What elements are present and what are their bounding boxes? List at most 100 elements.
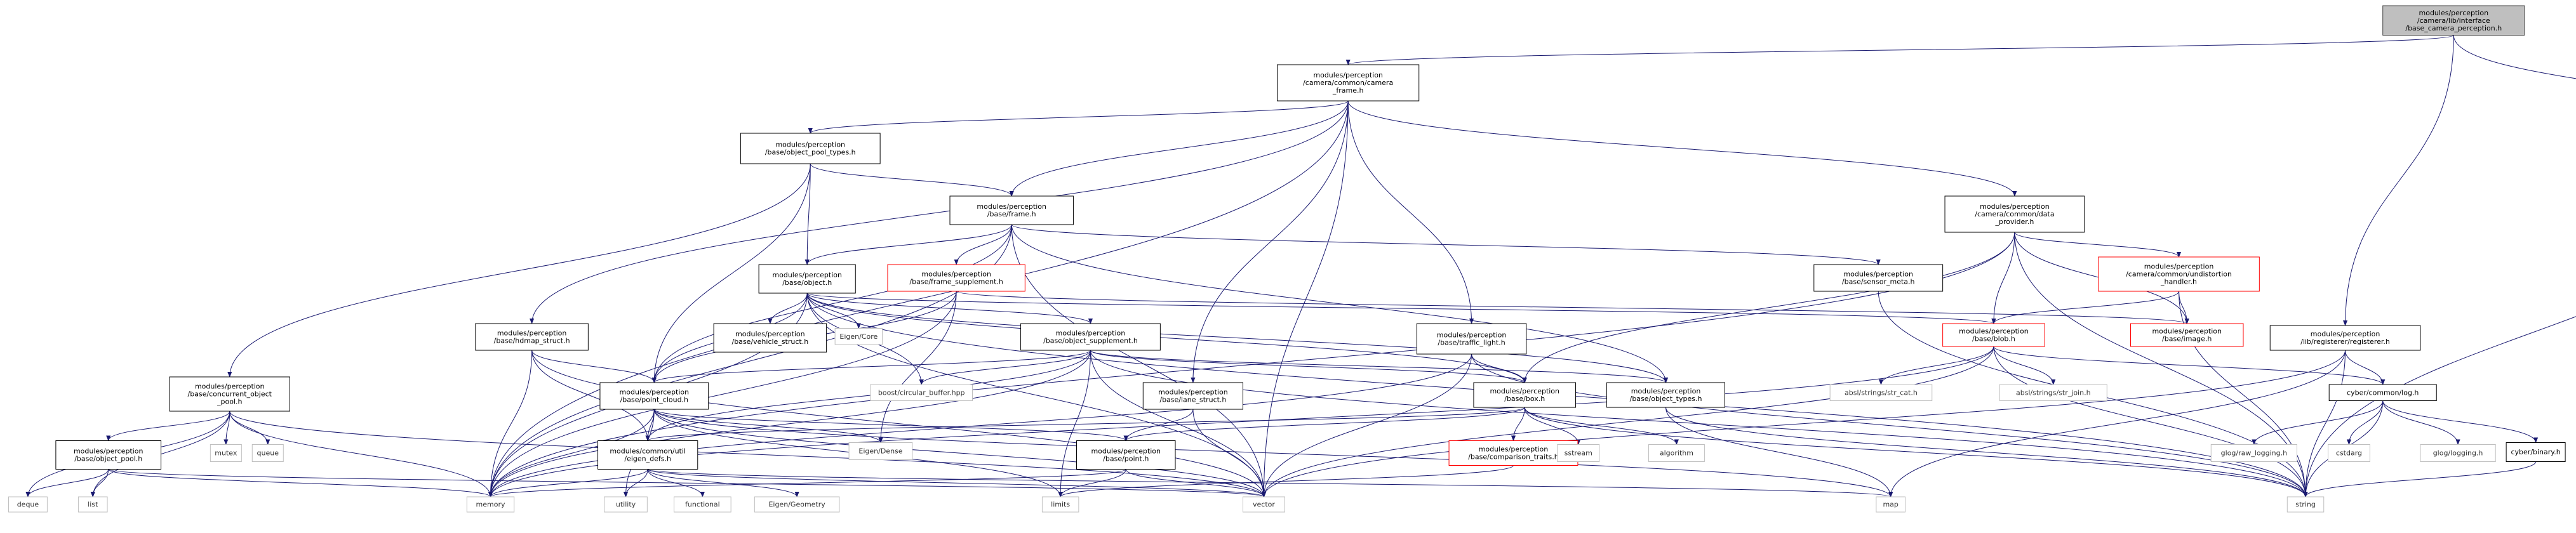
edge-cyber_log-to-glog_logging	[2382, 400, 2460, 445]
node-glog-logging[interactable]: glog/logging.h	[2420, 444, 2496, 462]
node-box	[758, 264, 856, 294]
edge-point_cloud-to-map	[653, 409, 1893, 497]
node-cyber-binary[interactable]: cyber/binary.h	[2506, 442, 2566, 462]
node-vehicle-struct[interactable]: modules/perception/base/vehicle_struct.h	[713, 323, 827, 353]
node-box	[604, 496, 648, 513]
edge-frame-to-sensor_meta	[1011, 224, 1881, 265]
node-string[interactable]: string	[2286, 496, 2325, 513]
node-object-pool-types[interactable]: modules/perception/base/object_pool_type…	[740, 133, 881, 164]
node-absl-str-join[interactable]: absl/strings/str_join.h	[1999, 384, 2107, 401]
node-deque[interactable]: deque	[8, 496, 48, 513]
node-traffic-light[interactable]: modules/perception/base/traffic_light.h	[1416, 323, 1527, 355]
node-blob[interactable]: modules/perception/base/blob.h	[1942, 323, 2045, 347]
edge-undistortion-to-blob	[1991, 291, 2180, 324]
node-frame[interactable]: modules/perception/base/frame.h	[949, 195, 1074, 225]
node-queue[interactable]: queue	[251, 444, 284, 462]
node-object-types[interactable]: modules/perception/base/object_types.h	[1606, 382, 1725, 408]
node-label-line: /base/traffic_light.h	[1438, 339, 1505, 347]
node-box	[55, 440, 162, 470]
node-concurrent-pool[interactable]: modules/perception/base/concurrent_objec…	[169, 376, 290, 412]
node-box	[848, 442, 913, 460]
node-label-line: modules/perception	[1479, 445, 1549, 454]
edge-object_pool-to-memory	[108, 469, 493, 497]
edge-cyber_log-to-glog_raw	[2252, 400, 2384, 445]
node-point[interactable]: modules/perception/base/point.h	[1076, 440, 1176, 470]
edge-frame-to-frame_supplement	[954, 224, 1012, 265]
node-mutex[interactable]: mutex	[210, 444, 242, 462]
node-box	[1041, 496, 1079, 513]
node-algorithm[interactable]: algorithm	[1648, 444, 1705, 462]
edge-comparison_traits-to-limits	[1058, 465, 1514, 497]
node-label-line: /base/blob.h	[1972, 335, 2015, 343]
node-object-supplement[interactable]: modules/perception/base/object_supplemen…	[1020, 323, 1161, 351]
node-label-line: /base/object_pool_types.h	[765, 148, 856, 157]
node-label-line: modules/perception	[620, 388, 690, 397]
edge-object_supplement-to-memory	[488, 350, 1091, 497]
node-sstream[interactable]: sstream	[1557, 444, 1600, 462]
node-map[interactable]: map	[1876, 496, 1905, 513]
node-root[interactable]: modules/perception/camera/lib/interface/…	[2382, 5, 2525, 36]
node-point-cloud[interactable]: modules/perception/base/point_cloud.h	[599, 382, 709, 410]
edge-object_pool_types-to-point_cloud	[651, 163, 811, 383]
node-label-line: /base/vehicle_struct.h	[732, 338, 809, 346]
node-comparison-traits[interactable]: modules/perception/base/comparison_trait…	[1448, 440, 1578, 466]
node-frame-supplement[interactable]: modules/perception/base/frame_supplement…	[887, 264, 1025, 292]
node-box	[1648, 444, 1705, 462]
node-label-line: modules/perception	[2152, 327, 2222, 336]
node-glog-raw[interactable]: glog/raw_logging.h	[2210, 444, 2297, 462]
node-object[interactable]: modules/perception/base/object.h	[758, 264, 856, 294]
node-label-line: absl/strings/str_cat.h	[1845, 388, 1918, 397]
node-image[interactable]: modules/perception/base/image.h	[2130, 323, 2244, 347]
edge-traffic_light-to-box	[1471, 353, 1527, 383]
node-label-line: glog/logging.h	[2433, 449, 2483, 457]
node-camera-frame[interactable]: modules/perception/camera/common/camera_…	[1277, 64, 1420, 102]
edge-object_pool-to-deque	[25, 469, 109, 497]
node-eigen-geometry[interactable]: Eigen/Geometry	[754, 496, 840, 513]
edge-blob-to-absl_str_join	[1993, 346, 2056, 385]
node-box	[754, 496, 840, 513]
node-registerer[interactable]: modules/perception/lib/registerer/regist…	[2269, 325, 2421, 351]
edge-concurrent_pool-to-vector	[229, 411, 1266, 497]
node-eigen-defs[interactable]: modules/common/util/eigen_defs.h	[597, 440, 698, 470]
node-box	[1142, 382, 1244, 410]
node-hdmap-struct[interactable]: modules/perception/base/hdmap_struct.h	[475, 323, 589, 351]
node-cstdarg[interactable]: cstdarg	[2328, 444, 2370, 462]
node-object-pool[interactable]: modules/perception/base/object_pool.h	[55, 440, 162, 470]
edge-base_init_options-to-string	[2303, 316, 2576, 497]
node-limits[interactable]: limits	[1041, 496, 1079, 513]
node-box[interactable]: modules/perception/base/box.h	[1473, 382, 1577, 408]
node-label-line: memory	[476, 501, 505, 509]
edge-object_supplement-to-eigen_defs	[645, 350, 1091, 442]
node-box	[1606, 382, 1725, 408]
edge-box-to-algorithm	[1524, 407, 1679, 445]
node-list[interactable]: list	[77, 496, 108, 513]
node-label-line: modules/perception	[1158, 388, 1228, 397]
edge-object-to-blob	[806, 293, 1996, 324]
node-label-line: /base/image.h	[2162, 335, 2212, 343]
edge-data_provider-to-blob	[1991, 232, 2015, 324]
node-lane-struct[interactable]: modules/perception/base/lane_struct.h	[1142, 382, 1244, 410]
node-eigen-core[interactable]: Eigen/Core	[834, 328, 883, 345]
node-label-line: modules/perception	[2144, 263, 2214, 271]
node-box	[77, 496, 108, 513]
node-vector[interactable]: vector	[1243, 496, 1285, 513]
node-cyber-log[interactable]: cyber/common/log.h	[2328, 384, 2437, 401]
node-circular-buffer[interactable]: boost/circular_buffer.hpp	[870, 384, 973, 401]
node-absl-str-cat[interactable]: absl/strings/str_cat.h	[1829, 384, 1933, 401]
node-sensor-meta[interactable]: modules/perception/base/sensor_meta.h	[1813, 264, 1944, 292]
node-label-line: /base/sensor_meta.h	[1842, 278, 1915, 286]
node-undistortion[interactable]: modules/perception/camera/common/undisto…	[2098, 256, 2260, 292]
node-label-line: /base_camera_perception.h	[2405, 24, 2502, 32]
node-memory[interactable]: memory	[466, 496, 515, 513]
edge-frame-to-vector	[1011, 224, 1267, 497]
node-label-line: /base/comparison_traits.h	[1468, 453, 1559, 461]
edge-frame_supplement-to-image	[956, 291, 2189, 324]
edge-object_pool_types-to-frame	[810, 163, 1014, 197]
node-functional[interactable]: functional	[674, 496, 731, 513]
node-eigen-dense[interactable]: Eigen/Dense	[848, 442, 913, 460]
edge-box-to-comparison_traits	[1511, 407, 1525, 442]
node-label-line: modules/perception	[2419, 9, 2489, 17]
node-data-provider[interactable]: modules/perception/camera/common/data_pr…	[1944, 195, 2085, 233]
node-label-line: boost/circular_buffer.hpp	[878, 388, 965, 397]
node-utility[interactable]: utility	[604, 496, 648, 513]
